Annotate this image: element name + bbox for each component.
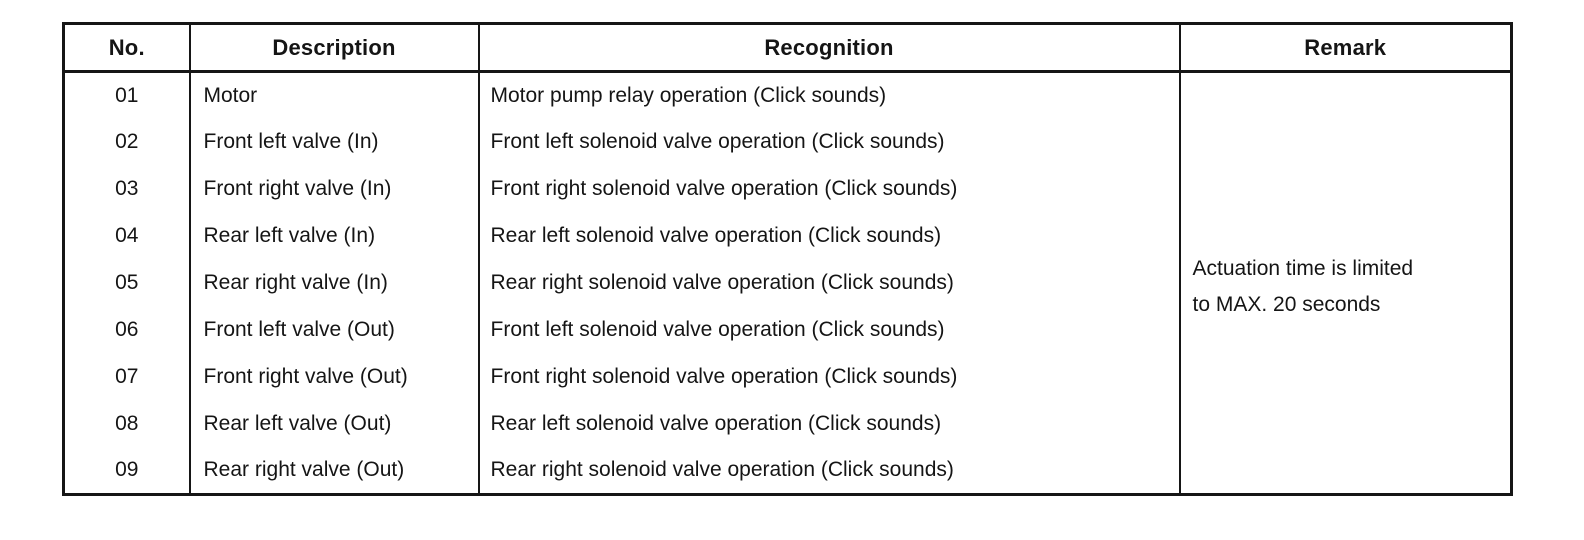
table-row: 02 Front left valve (In) Front left sole… <box>62 118 1512 166</box>
recognition-cell: Front right solenoid valve operation (Cl… <box>477 165 1181 213</box>
description-cell: Front right valve (Out) <box>188 353 480 401</box>
no-cell: 01 <box>62 71 191 119</box>
no-cell: 06 <box>62 306 191 354</box>
no-cell: 03 <box>62 165 191 213</box>
column-header-description: Description <box>188 22 480 73</box>
recognition-cell: Front right solenoid valve operation (Cl… <box>477 353 1181 401</box>
remark-line: Actuation time is limited <box>1192 257 1414 280</box>
no-cell: 05 <box>62 259 191 307</box>
table-row: 08 Rear left valve (Out) Rear left solen… <box>62 400 1512 448</box>
table-row: 06 Front left valve (Out) Front left sol… <box>62 306 1512 354</box>
column-header-no: No. <box>62 22 191 73</box>
no-cell: 04 <box>62 212 191 260</box>
table-row: 07 Front right valve (Out) Front right s… <box>62 353 1512 401</box>
no-cell: 09 <box>62 447 191 495</box>
recognition-cell: Motor pump relay operation (Click sounds… <box>477 71 1181 119</box>
description-cell: Front left valve (In) <box>188 118 480 166</box>
actuator-test-table: No. Description Recognition Remark 01 Mo… <box>62 22 1513 496</box>
remark-line: to MAX. 20 seconds <box>1192 293 1381 316</box>
description-cell: Rear left valve (In) <box>188 212 480 260</box>
recognition-cell: Rear left solenoid valve operation (Clic… <box>477 400 1181 448</box>
recognition-cell: Front left solenoid valve operation (Cli… <box>477 118 1181 166</box>
description-cell: Front left valve (Out) <box>188 306 480 354</box>
no-cell: 02 <box>62 118 191 166</box>
description-cell: Rear right valve (Out) <box>188 447 480 495</box>
header-row: No. Description Recognition Remark <box>62 22 1513 73</box>
table-row: 05 Rear right valve (In) Rear right sole… <box>62 259 1512 307</box>
column-header-recognition: Recognition <box>477 22 1181 73</box>
recognition-cell: Rear right solenoid valve operation (Cli… <box>477 447 1181 495</box>
description-cell: Rear right valve (In) <box>188 259 480 307</box>
table-row: 09 Rear right valve (Out) Rear right sol… <box>62 447 1512 495</box>
description-cell: Front right valve (In) <box>188 165 480 213</box>
description-cell: Motor <box>188 71 480 119</box>
no-cell: 08 <box>62 400 191 448</box>
column-header-remark: Remark <box>1178 22 1513 73</box>
remark-cell: Actuation time is limited to MAX. 20 sec… <box>1178 71 1513 495</box>
description-cell: Rear left valve (Out) <box>188 400 480 448</box>
recognition-cell: Front left solenoid valve operation (Cli… <box>477 306 1181 354</box>
table-row: 03 Front right valve (In) Front right so… <box>62 165 1512 213</box>
table-row: 04 Rear left valve (In) Rear left soleno… <box>62 212 1512 260</box>
table-row: 01 Motor Motor pump relay operation (Cli… <box>62 71 1513 495</box>
recognition-cell: Rear left solenoid valve operation (Clic… <box>477 212 1181 260</box>
no-cell: 07 <box>62 353 191 401</box>
recognition-cell: Rear right solenoid valve operation (Cli… <box>477 259 1181 307</box>
